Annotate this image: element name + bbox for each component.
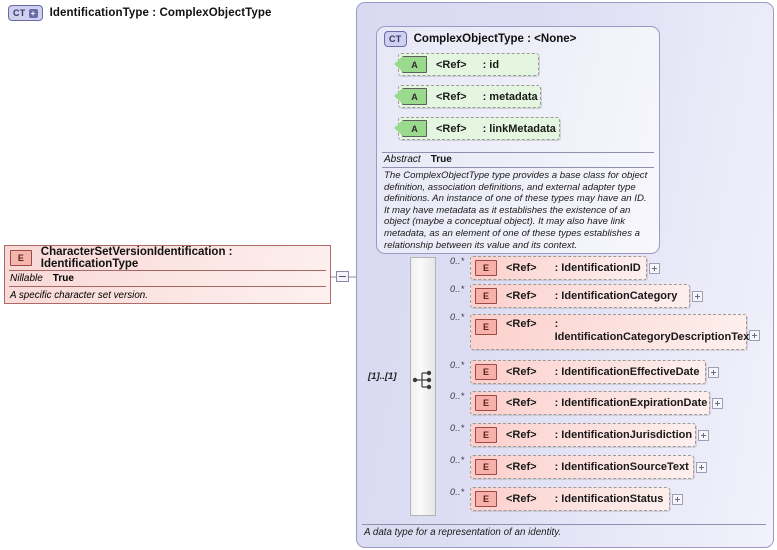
element-badge-icon: E [475, 491, 497, 507]
element-row-identificationexpirationdate[interactable]: E <Ref> : IdentificationExpirationDate [470, 391, 710, 415]
expand-plus-icon[interactable] [649, 263, 660, 274]
element-ref-label: <Ref> [506, 318, 537, 330]
attribute-ref-label: <Ref> [436, 58, 467, 71]
left-element-documentation: A specific character set version. [10, 290, 148, 301]
divider [362, 524, 766, 525]
occurrence-label: 0..* [450, 284, 465, 294]
attribute-ref-label: <Ref> [436, 90, 467, 103]
divider [382, 152, 654, 153]
element-name-label: : IdentificationCategoryDescriptionText [554, 318, 754, 343]
element-ref-label: <Ref> [506, 461, 537, 473]
element-ref-label: <Ref> [506, 262, 537, 274]
attribute-row-id[interactable]: A <Ref> : id [393, 53, 539, 76]
expand-plus-icon[interactable] [698, 430, 709, 441]
element-badge-icon: E [475, 260, 497, 276]
element-row-identificationstatus[interactable]: E <Ref> : IdentificationStatus [470, 487, 670, 511]
element-badge-icon: E [475, 288, 497, 304]
occurrence-label: 0..* [450, 391, 465, 401]
expand-plus-icon[interactable] [672, 494, 683, 505]
element-row-identificationeffectivedate[interactable]: E <Ref> : IdentificationEffectiveDate [470, 360, 706, 384]
element-name-label: : IdentificationEffectiveDate [554, 365, 700, 378]
element-badge-icon: E [475, 319, 497, 335]
nillable-key: Nillable [10, 273, 43, 284]
sequence-occurrence-label: [1]..[1] [368, 371, 397, 382]
element-name-label: : IdentificationID [554, 261, 641, 274]
attribute-row-linkmetadata[interactable]: A <Ref> : linkMetadata [393, 117, 560, 140]
badge-label: CT [389, 33, 402, 44]
expand-plus-icon[interactable] [696, 462, 707, 473]
occurrence-label: 0..* [450, 312, 465, 322]
abstract-value: True [430, 154, 452, 165]
expand-plus-icon[interactable] [712, 398, 723, 409]
divider [382, 167, 654, 168]
element-badge-icon: E [10, 250, 32, 266]
attribute-name-label: : linkMetadata [482, 122, 556, 135]
nillable-row: Nillable True [5, 271, 330, 286]
expand-plus-icon[interactable] [708, 367, 719, 378]
badge-label: CT [13, 7, 26, 18]
left-element-title: CharacterSetVersionIdentification : Iden… [40, 246, 233, 270]
element-ref-label: <Ref> [506, 493, 537, 505]
element-row-identificationcategory[interactable]: E <Ref> : IdentificationCategory [470, 284, 690, 308]
inner-complex-type-badge-icon[interactable]: CT [384, 31, 407, 47]
attribute-ref-label: <Ref> [436, 122, 467, 135]
occurrence-label: 0..* [450, 455, 465, 465]
abstract-key: Abstract [384, 154, 421, 165]
divider [9, 270, 326, 271]
element-name-label: : IdentificationSourceText [554, 460, 689, 473]
element-row-identificationcategorydescriptiontext[interactable]: E <Ref> : IdentificationCategoryDescript… [470, 314, 753, 350]
element-name-label: : IdentificationExpirationDate [554, 396, 708, 409]
outer-type-title: IdentificationType : ComplexObjectType [49, 7, 272, 19]
expand-plus-icon[interactable]: + [28, 8, 38, 18]
element-row-identificationsourcetext[interactable]: E <Ref> : IdentificationSourceText [470, 455, 694, 479]
attribute-badge-icon: A [393, 56, 427, 73]
inner-type-title: ComplexObjectType : <None> [413, 33, 577, 45]
attribute-name-label: : id [482, 58, 500, 71]
divider [9, 286, 326, 287]
inner-type-header[interactable]: CT ComplexObjectType : <None> [384, 31, 576, 47]
element-ref-label: <Ref> [506, 429, 537, 441]
element-box-charactersetversionidentification[interactable]: E CharacterSetVersionIdentification : Id… [4, 245, 331, 304]
element-ref-label: <Ref> [506, 290, 537, 302]
occurrence-label: 0..* [450, 423, 465, 433]
attribute-badge-icon: A [393, 120, 427, 137]
nillable-value: True [52, 273, 74, 284]
element-badge-icon: E [475, 459, 497, 475]
attribute-badge-icon: A [393, 88, 427, 105]
attribute-name-label: : metadata [482, 90, 538, 103]
element-badge-icon: E [475, 427, 497, 443]
element-name-label: : IdentificationJurisdiction [554, 428, 693, 441]
sequence-icon[interactable] [412, 369, 436, 391]
inner-type-details: Abstract True The ComplexObjectType type… [382, 152, 654, 251]
complex-type-badge-icon[interactable]: CT+ [8, 5, 43, 21]
occurrence-label: 0..* [450, 487, 465, 497]
element-name-label: : IdentificationCategory [554, 289, 678, 302]
element-row-identificationjurisdiction[interactable]: E <Ref> : IdentificationJurisdiction [470, 423, 696, 447]
element-ref-label: <Ref> [506, 397, 537, 409]
element-badge-icon: E [475, 395, 497, 411]
occurrence-label: 0..* [450, 360, 465, 370]
attribute-row-metadata[interactable]: A <Ref> : metadata [393, 85, 541, 108]
inner-type-documentation: The ComplexObjectType type provides a ba… [384, 170, 648, 251]
element-ref-label: <Ref> [506, 366, 537, 378]
element-row-identificationid[interactable]: E <Ref> : IdentificationID [470, 256, 647, 280]
occurrence-label: 0..* [450, 256, 465, 266]
left-element-header: E CharacterSetVersionIdentification : Id… [5, 246, 330, 270]
element-name-label: : IdentificationStatus [554, 492, 664, 505]
outer-type-documentation: A data type for a representation of an i… [364, 527, 562, 538]
abstract-row: Abstract True [382, 153, 654, 167]
expand-plus-icon[interactable] [692, 291, 703, 302]
collapse-minus-icon[interactable] [336, 271, 349, 282]
expand-plus-icon[interactable] [749, 330, 760, 341]
outer-type-header[interactable]: CT+ IdentificationType : ComplexObjectTy… [8, 5, 272, 21]
element-badge-icon: E [475, 364, 497, 380]
